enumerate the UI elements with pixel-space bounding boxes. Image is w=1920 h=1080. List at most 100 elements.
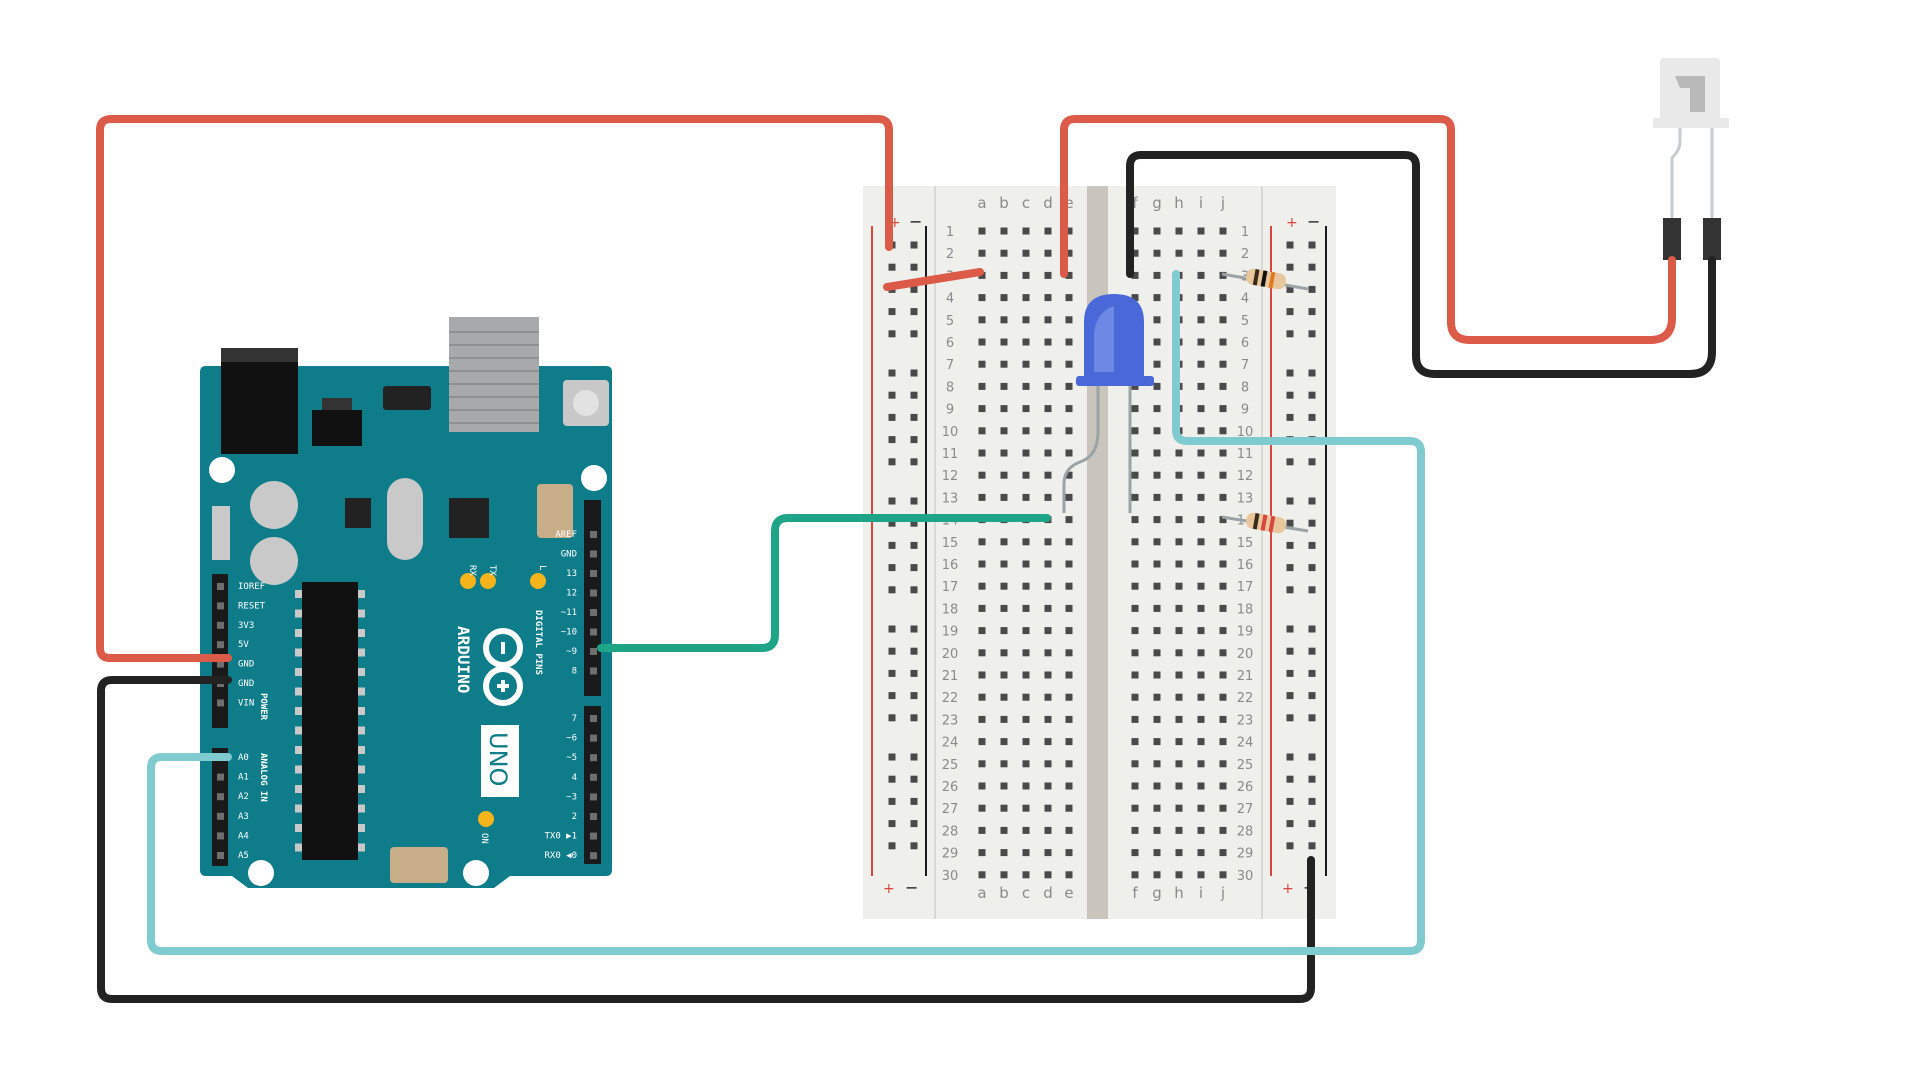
chip-pin xyxy=(358,707,365,715)
column-letter: c xyxy=(1022,194,1030,212)
header-pin xyxy=(217,793,224,801)
breadboard-hole xyxy=(1197,338,1205,346)
breadboard-hole xyxy=(1219,493,1227,501)
breadboard-hole xyxy=(1197,249,1205,257)
breadboard-hole xyxy=(1219,249,1227,257)
column-letter: h xyxy=(1174,884,1184,902)
pin-label: VIN xyxy=(238,698,254,708)
led-anode-leg xyxy=(1062,378,1100,513)
breadboard-hole xyxy=(1065,538,1073,546)
pin-label: 13 xyxy=(566,569,577,579)
breadboard-hole xyxy=(1065,382,1073,390)
breadboard-hole xyxy=(1065,826,1073,834)
rail-hole xyxy=(910,647,918,655)
breadboard-hole xyxy=(1219,604,1227,612)
rail-hole xyxy=(910,797,918,805)
breadboard-hole xyxy=(1197,849,1205,857)
rail-hole xyxy=(1286,564,1294,572)
breadboard-hole xyxy=(1022,227,1030,235)
breadboard-hole xyxy=(1022,560,1030,568)
breadboard-hole xyxy=(1065,294,1073,302)
column-letter: d xyxy=(1043,194,1053,212)
chip-pin xyxy=(295,687,302,696)
header-pin xyxy=(217,832,224,840)
breadboard-hole xyxy=(1022,782,1030,790)
breadboard-hole xyxy=(1219,871,1227,879)
rail-hole xyxy=(910,775,918,783)
rail-hole xyxy=(1308,714,1316,722)
breadboard-hole xyxy=(1065,360,1073,368)
rail-hole xyxy=(888,564,896,572)
breadboard-hole xyxy=(1175,738,1183,746)
row-number: 4 xyxy=(1241,292,1249,307)
rail-hole xyxy=(1286,369,1294,377)
rx-label: RX xyxy=(467,565,477,576)
rail-hole xyxy=(1286,775,1294,783)
rail-hole xyxy=(888,692,896,700)
breadboard-hole xyxy=(1131,738,1139,746)
breadboard-hole xyxy=(1153,271,1161,279)
pin-label: A2 xyxy=(238,792,249,802)
rail-hole xyxy=(888,519,896,527)
breadboard-hole xyxy=(978,249,986,257)
breadboard-hole xyxy=(1197,316,1205,324)
pin-label: A5 xyxy=(238,851,249,861)
pin-label: GND xyxy=(238,660,254,670)
row-number: 7 xyxy=(1241,358,1249,373)
breadboard-hole xyxy=(1065,849,1073,857)
breadboard-hole xyxy=(978,560,986,568)
rail-hole xyxy=(888,436,896,444)
breadboard-hole xyxy=(1000,227,1008,235)
rail-hole xyxy=(1286,820,1294,828)
components xyxy=(1062,58,1729,534)
rail-hole xyxy=(1308,564,1316,572)
small-chip xyxy=(345,498,371,528)
rail-minus-top-right: − xyxy=(1307,212,1320,231)
breadboard-hole xyxy=(1000,316,1008,324)
rail-hole xyxy=(910,820,918,828)
pin-label: 12 xyxy=(566,589,577,599)
breadboard-hole xyxy=(1044,782,1052,790)
breadboard-hole xyxy=(1044,338,1052,346)
breadboard-hole xyxy=(1175,493,1183,501)
breadboard-hole xyxy=(1219,715,1227,723)
header-pin xyxy=(217,699,224,707)
breadboard-hole xyxy=(1022,493,1030,501)
rail-hole xyxy=(1286,842,1294,850)
chip-pin xyxy=(358,765,365,774)
rail-hole xyxy=(910,413,918,421)
chip-pin xyxy=(358,824,365,832)
row-number: 17 xyxy=(942,580,959,595)
chip-pin xyxy=(358,843,365,852)
model-label: UNO xyxy=(484,732,512,786)
model-badge xyxy=(481,725,519,797)
power-header xyxy=(212,574,228,728)
rail-hole xyxy=(888,413,896,421)
breadboard-hole xyxy=(1131,604,1139,612)
breadboard-hole xyxy=(1175,538,1183,546)
breadboard-hole xyxy=(1131,427,1139,435)
transistor xyxy=(383,386,431,410)
breadboard-hole xyxy=(1000,804,1008,812)
breadboard-hole xyxy=(1219,316,1227,324)
breadboard-hole xyxy=(1219,360,1227,368)
row-number: 9 xyxy=(1241,403,1249,418)
breadboard-hole xyxy=(1131,449,1139,457)
breadboard-hole xyxy=(1044,671,1052,679)
header-pin xyxy=(217,852,224,859)
row-number: 4 xyxy=(946,292,954,307)
pin-label: 3V3 xyxy=(238,621,254,631)
breadboard-hole xyxy=(1065,560,1073,568)
breadboard-hole xyxy=(1197,627,1205,635)
breadboard-hole xyxy=(1000,693,1008,701)
breadboard-hole xyxy=(1044,471,1052,479)
row-number: 23 xyxy=(942,713,959,728)
breadboard-hole xyxy=(1219,449,1227,457)
breadboard-hole xyxy=(1175,249,1183,257)
breadboard-hole xyxy=(1131,760,1139,768)
rail-hole xyxy=(888,308,896,316)
row-number: 26 xyxy=(1237,780,1254,795)
rail-hole xyxy=(888,541,896,549)
rail-hole xyxy=(888,797,896,805)
breadboard-hole xyxy=(1000,294,1008,302)
